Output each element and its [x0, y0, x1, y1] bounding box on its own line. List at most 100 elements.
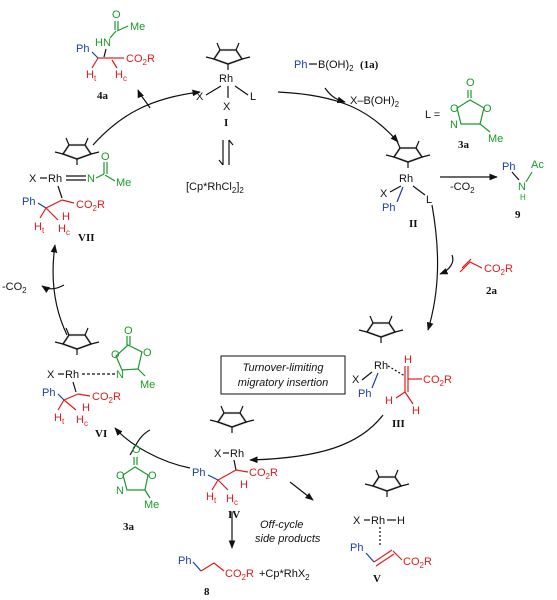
species-II-label: II	[409, 218, 418, 230]
compound-4a: O Me HN Ph CO2R Ht Hc 4a	[76, 9, 155, 102]
species-VI-ph: Ph	[42, 387, 55, 399]
species-II: Rh X L Ph II	[380, 139, 432, 230]
species-VI-metal: Rh	[65, 369, 79, 381]
4a-label: 4a	[97, 90, 109, 102]
arrow-co2-left	[41, 284, 65, 293]
species-III-hc: H	[412, 405, 420, 417]
species-V-ester: CO2R	[403, 556, 432, 570]
turnover-box: Turnover-limiting migratory insertion	[220, 355, 346, 395]
species-VII-o: O	[101, 151, 110, 163]
species-III-ht: H	[385, 395, 393, 407]
species-VII-label: VII	[78, 232, 95, 244]
9-ac: Ac	[531, 159, 544, 171]
species-II-metal: Rh	[399, 173, 413, 185]
arrow-VII-to-I	[92, 89, 201, 146]
species-III-ester: CO2R	[423, 374, 452, 388]
species-II-l: L	[426, 194, 432, 206]
species-VI-o3: O	[124, 325, 133, 337]
species-VII-metal: Rh	[48, 173, 62, 185]
compound-3a-bottom: O O O N Me 3a	[116, 444, 159, 533]
species-I-label: I	[224, 117, 228, 129]
species-VII: X Rh N O Me Ph CO2R H Ht Hc VII	[22, 136, 131, 244]
species-IV-hc: Hc	[226, 493, 238, 507]
species-I-x: X	[196, 91, 204, 103]
species-VI-ht: Ht	[54, 412, 65, 426]
4a-ht: Ht	[86, 69, 97, 83]
species-VII-ester: CO2R	[76, 199, 105, 213]
species-VI-x: X	[47, 369, 55, 381]
species-V-label: V	[373, 573, 381, 585]
arrow-to-4a	[137, 89, 151, 109]
arrow-I-to-II	[277, 91, 399, 143]
1a-label: (1a)	[360, 59, 379, 71]
compound-3a-top: O O O N Me L = 3a	[425, 77, 503, 151]
4a-hc: Hc	[115, 69, 127, 83]
3a-n: N	[450, 119, 458, 131]
1a-boron: B(OH)2	[318, 59, 354, 73]
species-VI-me: Me	[140, 379, 155, 391]
species-VI-label: VI	[95, 428, 107, 440]
3a-o1: O	[450, 103, 459, 115]
2a-ester: CO2R	[484, 263, 513, 277]
species-IV-ph: Ph	[192, 467, 205, 479]
species-V-ph: Ph	[350, 542, 363, 554]
dimer-formula: [Cp*RhCl2]2	[186, 181, 244, 195]
3a-b-me: Me	[144, 499, 159, 511]
9-h: H	[520, 193, 526, 202]
4a-ester: CO2R	[126, 53, 155, 67]
compound-9: Ph N H Ac 9	[502, 159, 544, 221]
turnover-line1: Turnover-limiting	[243, 362, 325, 374]
compound-8: Ph CO2R +Cp*RhX2 8	[178, 555, 310, 598]
3a-b-o2: O	[148, 470, 157, 482]
8-plus-rh: +Cp*RhX2	[259, 568, 310, 582]
species-VI-o1: O	[111, 349, 120, 361]
3a-me: Me	[488, 133, 503, 145]
species-VI-ester: CO2R	[92, 391, 121, 405]
3a-b-o1: O	[116, 470, 125, 482]
species-III-x: X	[352, 374, 360, 386]
species-V-x: X	[353, 515, 361, 527]
arrow-II-to-III	[426, 204, 439, 331]
arrow-IV-to-VI	[114, 427, 191, 469]
3a-l-eq: L =	[425, 109, 440, 121]
species-II-x: X	[380, 188, 388, 200]
species-VI-hc: Hc	[76, 414, 88, 428]
1a-ph: Ph	[294, 59, 307, 71]
species-V-metal: Rh	[371, 515, 385, 527]
3a-b-label: 3a	[123, 521, 135, 533]
turnover-line2: migratory insertion	[238, 377, 328, 389]
species-VI-o2: O	[143, 347, 152, 359]
4a-ph: Ph	[76, 43, 89, 55]
species-III-ph: Ph	[358, 388, 371, 400]
9-ph: Ph	[502, 161, 515, 173]
co2-right: -CO2	[450, 181, 475, 195]
arrow-to-V	[289, 481, 314, 501]
8-ph: Ph	[178, 555, 191, 567]
arrow-VI-to-VII	[50, 244, 68, 336]
species-IV-h: H	[240, 479, 248, 491]
species-I: Rh X X L I	[196, 41, 256, 129]
8-label: 8	[204, 586, 210, 598]
species-IV-metal: Rh	[230, 448, 244, 460]
arrow-3a-in	[129, 429, 151, 456]
9-label: 9	[515, 209, 521, 221]
species-II-ph: Ph	[382, 202, 395, 214]
3a-b-n: N	[116, 485, 124, 497]
3a-label: 3a	[458, 139, 470, 151]
species-VII-h: H	[62, 211, 70, 223]
species-VII-me: Me	[116, 177, 131, 189]
cycle-arrows	[41, 87, 498, 549]
species-VI-h: H	[82, 402, 90, 414]
offcycle-line1: Off-cycle	[260, 519, 303, 531]
species-III-metal: Rh	[374, 360, 388, 372]
species-III-h1: H	[404, 354, 412, 366]
species-V-hydride: H	[397, 515, 405, 527]
species-IV-label: IV	[228, 509, 240, 521]
species-I-l: L	[250, 91, 256, 103]
species-IV-ester: CO2R	[249, 467, 278, 481]
8-ester: CO2R	[225, 568, 254, 582]
species-VI-n: N	[116, 369, 124, 381]
species-III-label: III	[392, 418, 405, 430]
